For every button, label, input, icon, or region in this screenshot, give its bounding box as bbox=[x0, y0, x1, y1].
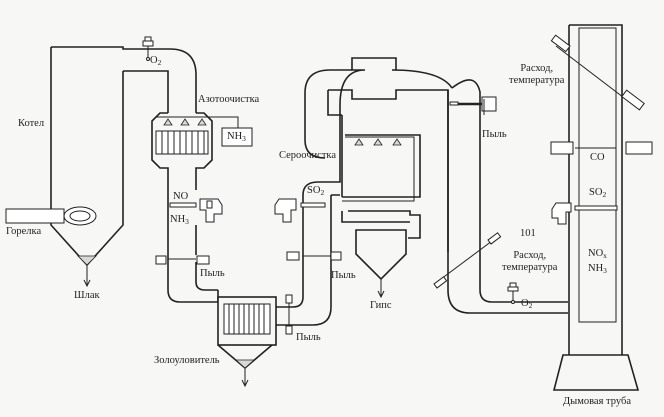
o2-bottom-label: O2 bbox=[521, 298, 533, 310]
co-analyzer bbox=[550, 141, 653, 155]
dust-label-1: Пыль bbox=[200, 268, 225, 279]
so2-analyzer-stack bbox=[551, 202, 618, 225]
flow-temp-top-label: Расход,температура bbox=[509, 63, 565, 86]
duct-to-stack bbox=[447, 79, 568, 314]
ash-collector-label: Золоуловитель bbox=[154, 355, 220, 366]
stack bbox=[552, 24, 640, 391]
spray-nozzles bbox=[163, 118, 207, 126]
desulfurization-tower bbox=[304, 57, 453, 299]
nh3-stack-label: NH3 bbox=[588, 263, 607, 275]
flow-temp-probe-low bbox=[433, 232, 502, 289]
nox-label: NOx bbox=[588, 248, 607, 260]
denox-reactor bbox=[151, 112, 253, 303]
gypsum-label: Гипс bbox=[370, 300, 392, 311]
dust-meter-1 bbox=[155, 255, 210, 265]
flow-temp-low-label: Расход,температура bbox=[502, 250, 558, 273]
duct-boiler-denox bbox=[123, 48, 197, 113]
dust-label-2: Пыль bbox=[331, 270, 356, 281]
so2-stack-label: SO2 bbox=[589, 187, 607, 199]
burner bbox=[5, 206, 97, 226]
ash-collector bbox=[217, 290, 277, 388]
dust-label-3: Пыль bbox=[296, 332, 321, 343]
duct-ash-desulfur bbox=[276, 120, 341, 326]
dust-meter-2 bbox=[286, 251, 342, 261]
boiler bbox=[50, 46, 150, 288]
no-label: NO bbox=[173, 191, 189, 202]
number-label: 101 bbox=[520, 228, 536, 239]
denox-label: Азотоочистка bbox=[198, 94, 260, 105]
stack-label: Дымовая труба bbox=[563, 396, 631, 407]
boiler-label: Котел bbox=[18, 118, 45, 129]
o2-probe-bottom bbox=[507, 282, 519, 304]
dust-label-4: Пыль bbox=[482, 129, 507, 140]
nh3-left-label: NH3 bbox=[170, 214, 189, 226]
spray-nozzles-desulfur bbox=[354, 138, 402, 146]
nh3-tank-label: NH3 bbox=[227, 131, 246, 143]
so2-left-label: SO2 bbox=[307, 185, 325, 197]
burner-label: Горелка bbox=[6, 226, 42, 237]
stack-flow-probe bbox=[550, 34, 645, 111]
so2-analyzer-left bbox=[274, 198, 326, 223]
dust-meter-3 bbox=[285, 294, 293, 335]
no-analyzer bbox=[169, 198, 223, 223]
slag-label: Шлак bbox=[74, 290, 100, 301]
desulfurization-label: Сероочистка bbox=[279, 150, 337, 161]
co-label: CO bbox=[590, 152, 605, 163]
dust-meter-4 bbox=[449, 96, 497, 115]
o2-probe-top bbox=[142, 36, 154, 61]
o2-top-label: O2 bbox=[150, 55, 162, 67]
